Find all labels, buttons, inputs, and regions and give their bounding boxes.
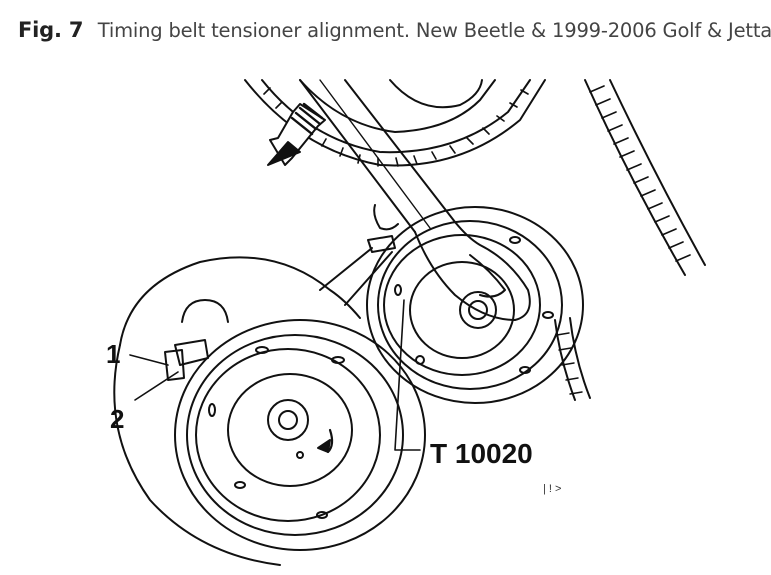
- tool-label: T 10020: [430, 438, 533, 469]
- tensioner-pulley: [366, 204, 584, 404]
- figure-title: Timing belt tensioner alignment. New Bee…: [97, 19, 771, 42]
- figure-caption: Fig. 7 Timing belt tensioner alignment. …: [18, 18, 771, 42]
- leader-lines: [129, 299, 421, 451]
- callout-2: 2: [110, 404, 124, 434]
- magnifier-lines: [319, 247, 393, 306]
- callout-1: 1: [106, 339, 120, 369]
- reference-code: | ! >: [543, 483, 561, 495]
- wrench-tool: [299, 79, 531, 321]
- figure-number: Fig. 7: [18, 18, 84, 42]
- magnified-detail: [113, 256, 426, 566]
- timing-belt: [554, 79, 706, 401]
- direction-arrow: [267, 102, 326, 166]
